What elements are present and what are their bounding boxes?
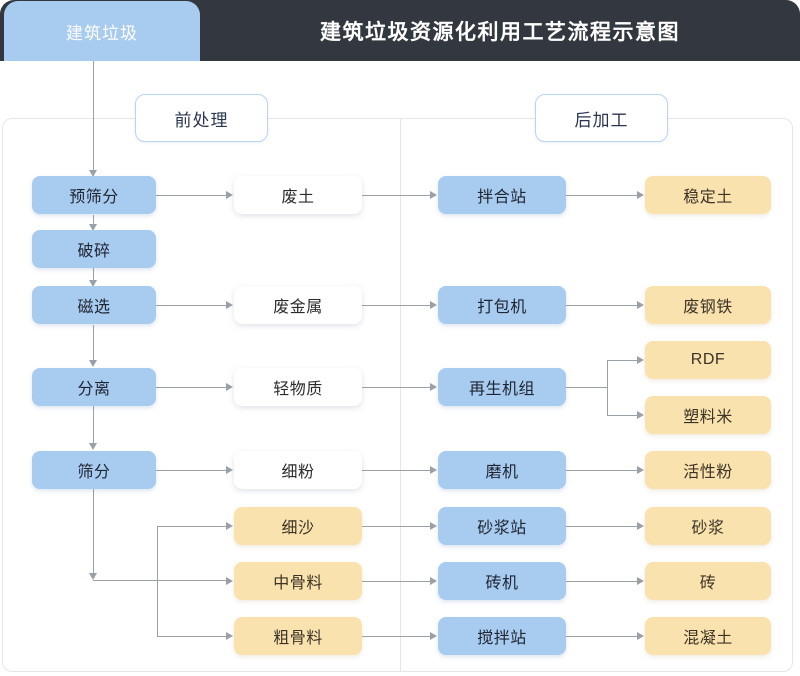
node-mixing-station[interactable]: 拌合站	[438, 176, 566, 214]
connector-wastemetal-baler	[362, 305, 431, 306]
arrowhead-waste-metal	[226, 301, 233, 309]
arrowhead-brick-machine	[430, 577, 437, 585]
arrowhead-magnetic-separate	[89, 360, 97, 367]
arrowhead-fine-sand	[226, 522, 233, 530]
connector-magnetic-wastemetal	[156, 305, 227, 306]
connector-separate-lightmatter	[156, 387, 227, 388]
connector-prescreen-crush	[93, 215, 94, 225]
node-separation[interactable]: 分离	[32, 368, 156, 406]
section-label-pre-processing: 前处理	[135, 94, 268, 142]
node-concrete[interactable]: 混凝土	[645, 617, 771, 655]
arrowhead-concrete	[637, 632, 644, 640]
node-pre-screen[interactable]: 预筛分	[32, 176, 156, 214]
connector-regen-split-stem	[566, 387, 608, 388]
connector-mill-activepowder	[566, 470, 638, 471]
node-concrete-mixing-station[interactable]: 搅拌站	[438, 617, 566, 655]
node-baler[interactable]: 打包机	[438, 286, 566, 324]
connector-coarseaggregate-concretestation	[362, 636, 431, 637]
connector-screen-bus	[93, 580, 227, 581]
arrowhead-regen-unit	[430, 383, 437, 391]
arrowhead-mid-aggregate	[226, 577, 233, 585]
connector-mixing-stabilizedsoil	[566, 195, 638, 196]
connector-magnetic-separate	[93, 325, 94, 360]
arrowhead-fine-powder	[226, 466, 233, 474]
arrowhead-mortar-station	[430, 522, 437, 530]
node-mortar-station[interactable]: 砂浆站	[438, 507, 566, 545]
connector-entry	[93, 61, 94, 171]
node-fine-sand[interactable]: 细沙	[234, 507, 362, 545]
connector-lightmatter-regen	[362, 387, 431, 388]
connector-aggregate-trunk	[157, 526, 158, 636]
arrowhead-rdf	[637, 356, 644, 364]
arrowhead-active-powder	[637, 466, 644, 474]
arrowhead-mortar	[637, 522, 644, 530]
arrowhead-coarse-aggregate	[226, 632, 233, 640]
arrowhead-waste-soil	[226, 191, 233, 199]
header-tab-construction-waste[interactable]: 建筑垃圾	[4, 1, 200, 61]
connector-screen-down	[93, 489, 94, 574]
arrowhead-brick	[637, 577, 644, 585]
node-waste-soil[interactable]: 废土	[234, 176, 362, 214]
connector-baler-scrapsteel	[566, 305, 638, 306]
connector-mortarstation-mortar	[566, 526, 638, 527]
node-waste-metal[interactable]: 废金属	[234, 286, 362, 324]
arrowhead-mill	[430, 466, 437, 474]
arrowhead-light-matter	[226, 383, 233, 391]
connector-regen-rdf	[607, 360, 638, 361]
connector-midaggregate-brickmachine	[362, 581, 431, 582]
node-mill[interactable]: 磨机	[438, 451, 566, 489]
node-scrap-steel[interactable]: 废钢铁	[645, 286, 771, 324]
arrowhead-prescreen-crush	[89, 224, 97, 231]
node-brick[interactable]: 砖	[645, 562, 771, 600]
arrowhead-mixing-station	[430, 191, 437, 199]
connector-concretestation-concrete	[566, 636, 638, 637]
connector-screen-finepowder	[156, 470, 227, 471]
arrowhead-crush-magnetic	[89, 280, 97, 287]
connector-finepowder-mill	[362, 470, 431, 471]
node-active-powder[interactable]: 活性粉	[645, 451, 771, 489]
connector-regen-split-trunk	[607, 360, 608, 416]
section-label-post-processing: 后加工	[535, 94, 668, 142]
arrowhead-concrete-station	[430, 632, 437, 640]
connector-crush-magnetic	[93, 268, 94, 280]
arrowhead-stabilized-soil	[637, 191, 644, 199]
node-magnetic-separation[interactable]: 磁选	[32, 286, 156, 324]
node-mortar[interactable]: 砂浆	[645, 507, 771, 545]
connector-separate-screen	[93, 406, 94, 444]
arrowhead-separate-screen	[89, 443, 97, 450]
page-title: 建筑垃圾资源化利用工艺流程示意图	[320, 20, 680, 44]
connector-brickmachine-brick	[566, 581, 638, 582]
node-light-matter[interactable]: 轻物质	[234, 368, 362, 406]
arrowhead-baler	[430, 301, 437, 309]
node-crush[interactable]: 破碎	[32, 230, 156, 268]
connector-wastesoil-mixing	[362, 195, 431, 196]
arrowhead-entry	[89, 170, 97, 177]
diagram-frame	[2, 118, 793, 672]
arrowhead-plastic-pellet	[637, 411, 644, 419]
connector-trunk-coarse-aggregate	[157, 636, 227, 637]
node-screening[interactable]: 筛分	[32, 451, 156, 489]
node-rdf[interactable]: RDF	[645, 341, 771, 379]
node-plastic-pellet[interactable]: 塑料米	[645, 396, 771, 434]
arrowhead-screen-down	[89, 573, 97, 580]
connector-regen-plasticpellet	[607, 415, 638, 416]
node-brick-machine[interactable]: 砖机	[438, 562, 566, 600]
node-stabilized-soil[interactable]: 稳定土	[645, 176, 771, 214]
node-mid-aggregate[interactable]: 中骨料	[234, 562, 362, 600]
node-regeneration-unit[interactable]: 再生机组	[438, 368, 566, 406]
node-fine-powder[interactable]: 细粉	[234, 451, 362, 489]
connector-trunk-fine-sand	[157, 526, 227, 527]
node-coarse-aggregate[interactable]: 粗骨料	[234, 617, 362, 655]
section-divider	[400, 118, 401, 672]
connector-prescreen-wastesoil	[156, 195, 227, 196]
arrowhead-scrap-steel	[637, 301, 644, 309]
connector-finesand-mortarstation	[362, 526, 431, 527]
